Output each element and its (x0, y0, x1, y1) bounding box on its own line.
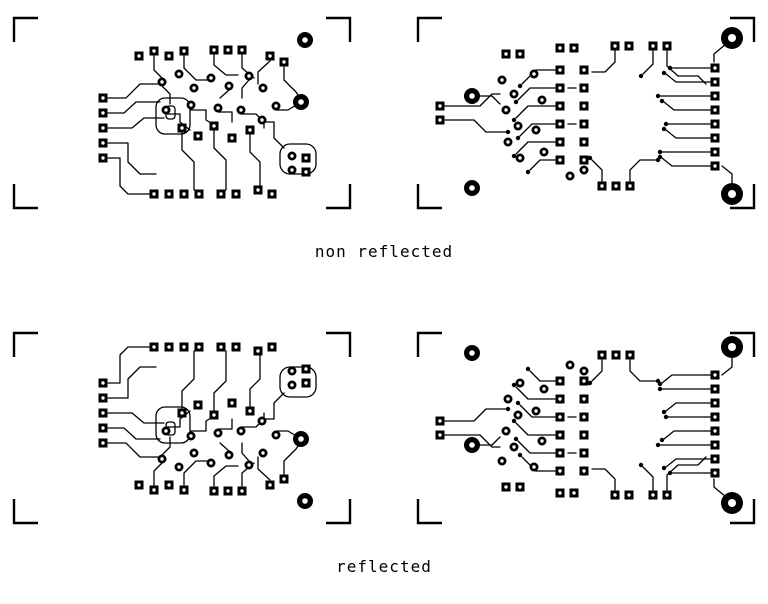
left-board-artwork (14, 18, 350, 208)
reflected-panels-row (0, 325, 768, 531)
pcb-panel-left-reflected (6, 325, 358, 531)
caption-reflected: reflected (336, 557, 432, 576)
non-reflected-section: non reflected (0, 0, 768, 261)
caption-non-reflected: non reflected (314, 242, 454, 261)
right-board-artwork (418, 18, 754, 208)
reflected-section: reflected (0, 325, 768, 576)
pcb-panel-right-non-reflected (410, 10, 762, 216)
left-board-artwork-mirrored (14, 333, 350, 523)
pcb-panel-right-reflected (410, 325, 762, 531)
non-reflected-panels-row (0, 10, 768, 216)
pcb-panel-left-non-reflected (6, 10, 358, 216)
right-board-artwork-mirrored (418, 333, 754, 523)
